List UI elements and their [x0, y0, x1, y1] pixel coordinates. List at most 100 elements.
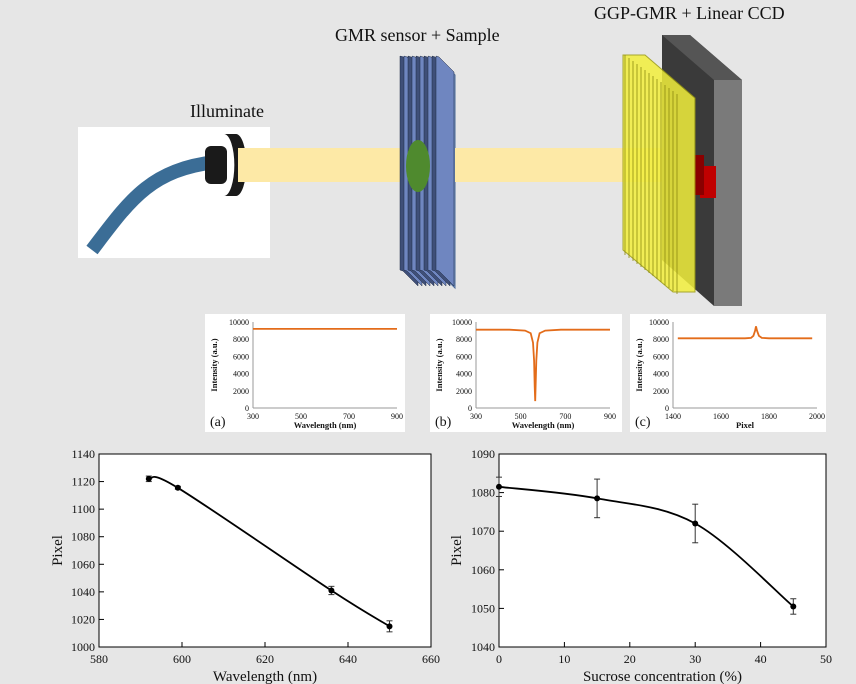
y-tick-label: 1140 [71, 447, 95, 461]
spectrum-panel-a: 0 2000 4000 6000 8000 10000 300 500 700 900Wavele… [205, 314, 405, 432]
y-axis-label: Pixel [449, 535, 465, 566]
x-axis-label: Wavelength (nm) [512, 420, 575, 430]
y-tick-label: 0 [245, 404, 249, 413]
panel-background [430, 314, 622, 432]
y-tick-label: 4000 [456, 370, 472, 379]
x-tick-label: 500 [515, 412, 527, 421]
y-tick-label: 6000 [653, 352, 669, 361]
y-axis-label: Pixel [50, 535, 66, 566]
x-axis-label: Sucrose concentration (%) [583, 669, 742, 684]
sample-spot [406, 140, 430, 192]
data-curve [498, 485, 794, 608]
x-tick-label: 600 [173, 652, 191, 666]
y-tick-label: 8000 [233, 335, 249, 344]
y-tick-label: 1040 [71, 585, 95, 599]
x-tick-label: 700 [559, 412, 571, 421]
panel-background [630, 314, 826, 432]
x-tick-label: 580 [90, 652, 108, 666]
y-tick-label: 2000 [456, 387, 472, 396]
x-tick-label: 500 [295, 412, 307, 421]
y-tick-label: 1000 [71, 640, 95, 654]
gmr-grating-fin [435, 55, 455, 287]
data-curve [148, 475, 390, 628]
y-tick-label: 1050 [471, 601, 495, 615]
y-axis-label: Intensity (a.u.) [634, 338, 644, 391]
y-tick-label: 1040 [471, 640, 495, 654]
data-point [174, 484, 181, 491]
y-tick-label: 10000 [452, 318, 472, 327]
y-tick-label: 8000 [653, 335, 669, 344]
x-tick-label: 300 [247, 412, 259, 421]
spectrum-line [476, 328, 610, 402]
x-tick-label: 2000 [809, 412, 825, 421]
y-tick-label: 1120 [71, 475, 95, 489]
x-tick-label: 50 [820, 652, 832, 666]
y-tick-label: 0 [468, 404, 472, 413]
y-tick-label: 2000 [653, 387, 669, 396]
y-tick-label: 1070 [471, 524, 495, 538]
y-tick-label: 1100 [71, 502, 95, 516]
y-tick-label: 6000 [456, 352, 472, 361]
data-point [328, 587, 335, 594]
x-tick-label: 1800 [761, 412, 777, 421]
data-point [496, 483, 502, 490]
optical-fiber [86, 155, 216, 255]
x-tick-label: 10 [558, 652, 570, 666]
panel-background [205, 314, 405, 432]
data-point [594, 495, 601, 502]
y-tick-label: 2000 [233, 387, 249, 396]
spectrum-line [677, 326, 813, 340]
y-tick-label: 1060 [71, 557, 95, 571]
x-tick-label: 900 [604, 412, 616, 421]
x-axis-label: Pixel [736, 420, 755, 430]
data-point [145, 475, 152, 482]
data-point [386, 623, 393, 630]
y-tick-label: 6000 [233, 352, 249, 361]
ggp-gmr [622, 54, 696, 294]
x-tick-label: 660 [422, 652, 440, 666]
data-point [790, 603, 797, 610]
plot-area [98, 453, 432, 648]
x-tick-label: 300 [470, 412, 482, 421]
data-point [692, 520, 699, 527]
y-tick-label: 1080 [71, 530, 95, 544]
x-tick-label: 900 [391, 412, 403, 421]
spectrum-panel-b: 0 2000 4000 6000 8000 10000 300 500 700 900Wavele… [430, 314, 622, 432]
x-tick-label: 40 [755, 652, 767, 666]
fiber-connector [205, 146, 227, 184]
panel-letter: (a) [210, 415, 226, 430]
x-axis-label: Wavelength (nm) [213, 669, 317, 684]
y-tick-label: 8000 [456, 335, 472, 344]
gmr-sensor-label: GMR sensor + Sample [335, 25, 500, 45]
light-beam-1 [238, 148, 413, 182]
x-tick-label: 700 [343, 412, 355, 421]
x-tick-label: 1600 [713, 412, 729, 421]
y-tick-label: 1090 [471, 447, 495, 461]
x-tick-label: 30 [689, 652, 701, 666]
panel-letter: (b) [435, 415, 452, 430]
pixel-vs-wavelength-plot: 1000 1020 1040 1060 1080 1100 1120 1140 580 600 62… [50, 447, 440, 684]
panel-letter: (c) [635, 415, 651, 430]
y-tick-label: 4000 [233, 370, 249, 379]
x-axis-label: Wavelength (nm) [294, 420, 357, 430]
y-tick-label: 1060 [471, 563, 495, 577]
x-tick-label: 0 [496, 652, 502, 666]
x-tick-label: 20 [624, 652, 636, 666]
x-tick-label: 620 [256, 652, 274, 666]
plot-area [498, 453, 827, 648]
y-tick-label: 10000 [229, 318, 249, 327]
y-tick-label: 1020 [71, 612, 95, 626]
gmr-sensor [399, 55, 456, 290]
x-tick-label: 640 [339, 652, 357, 666]
ggp-gmr-label: GGP-GMR + Linear CCD [594, 3, 785, 23]
pixel-vs-sucrose-plot: 1040 1050 1060 1070 1080 1090 0 10 20 30 40 50Sucro… [449, 447, 832, 684]
optical-setup-diagram [78, 35, 742, 306]
y-tick-label: 1080 [471, 486, 495, 500]
illuminate-label: Illuminate [190, 101, 264, 121]
y-axis-label: Intensity (a.u.) [209, 338, 219, 391]
y-tick-label: 0 [665, 404, 669, 413]
x-tick-label: 1400 [665, 412, 681, 421]
